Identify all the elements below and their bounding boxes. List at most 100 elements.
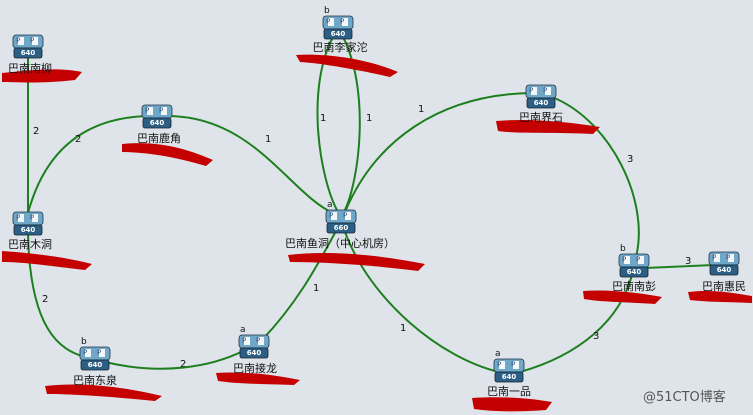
port-glyph: P bbox=[329, 212, 333, 220]
model-number: 640 bbox=[21, 49, 36, 57]
port-glyph: P bbox=[712, 254, 716, 262]
port-glyph: P bbox=[622, 256, 626, 264]
node-label: 巴南鱼洞（中心机房） bbox=[285, 236, 395, 250]
redaction-mark bbox=[122, 143, 213, 166]
port-glyph: P bbox=[726, 254, 730, 262]
node-tag: a bbox=[240, 325, 246, 335]
port-glyph: P bbox=[511, 361, 515, 369]
port-glyph: P bbox=[16, 214, 20, 222]
router-icon bbox=[141, 104, 173, 129]
port-glyph: P bbox=[97, 349, 101, 357]
model-number: 640 bbox=[88, 361, 103, 369]
node-tag: a bbox=[495, 349, 501, 359]
port-glyph: P bbox=[83, 349, 87, 357]
router-icon bbox=[525, 84, 557, 109]
redaction-mark bbox=[2, 251, 92, 270]
redaction-mark bbox=[583, 290, 662, 304]
node-label: 巴南李家沱 bbox=[313, 40, 368, 54]
model-number: 640 bbox=[502, 373, 517, 381]
link-n_yp-n_np bbox=[519, 274, 633, 373]
node-label: 巴南木洞 bbox=[8, 238, 52, 251]
redaction-mark bbox=[288, 253, 425, 271]
router-icon bbox=[12, 34, 44, 59]
node-label: 巴南东泉 bbox=[73, 373, 117, 387]
link-n_np-n_hm bbox=[644, 264, 715, 269]
node-label: 巴南惠民 bbox=[702, 279, 746, 293]
port-glyph: P bbox=[636, 256, 640, 264]
node-label: 巴南南柳 bbox=[8, 61, 52, 75]
node-label: 巴南一品 bbox=[487, 385, 531, 398]
router-icon bbox=[12, 211, 44, 236]
model-number: 640 bbox=[21, 226, 36, 234]
link-label: 2 bbox=[180, 359, 186, 370]
link-n_center-n_jsh bbox=[344, 92, 531, 213]
port-glyph: P bbox=[543, 87, 547, 95]
redaction-mark bbox=[296, 54, 398, 77]
redaction-mark bbox=[688, 290, 752, 303]
port-glyph: P bbox=[30, 37, 34, 45]
model-number: 640 bbox=[247, 349, 262, 357]
link-label: 1 bbox=[400, 323, 406, 334]
port-glyph: P bbox=[30, 214, 34, 222]
model-number: 640 bbox=[150, 119, 165, 127]
link-label: 3 bbox=[685, 256, 691, 267]
node-tag: b bbox=[324, 6, 330, 16]
link-n_jsh-n_np bbox=[551, 96, 640, 258]
router-icon bbox=[238, 334, 270, 359]
link-label: 2 bbox=[42, 294, 48, 305]
router-icon bbox=[493, 358, 525, 383]
redaction-mark bbox=[2, 69, 82, 83]
node-tag: b bbox=[81, 337, 87, 347]
router-icon bbox=[79, 346, 111, 371]
port-glyph: P bbox=[326, 18, 330, 26]
link-label: 3 bbox=[593, 331, 599, 342]
router-icon bbox=[325, 209, 357, 234]
link-label: 1 bbox=[418, 104, 424, 115]
router-icon bbox=[708, 251, 740, 276]
port-glyph: P bbox=[145, 107, 149, 115]
redaction-mark bbox=[472, 397, 552, 412]
port-glyph: P bbox=[340, 18, 344, 26]
link-n_center-n_yp bbox=[344, 231, 500, 373]
link-label: 1 bbox=[313, 283, 319, 294]
redactions-layer bbox=[2, 54, 752, 412]
port-glyph: P bbox=[159, 107, 163, 115]
port-glyph: P bbox=[16, 37, 20, 45]
node-label: 巴南南彭 bbox=[612, 279, 656, 293]
port-glyph: P bbox=[343, 212, 347, 220]
node-tag: a bbox=[327, 200, 333, 210]
node-label: 巴南界石 bbox=[519, 111, 563, 124]
link-label: 1 bbox=[366, 113, 372, 124]
node-label: 巴南接龙 bbox=[233, 362, 277, 375]
port-glyph: P bbox=[256, 337, 260, 345]
link-label: 2 bbox=[75, 134, 81, 145]
model-number: 640 bbox=[534, 99, 549, 107]
link-n_dq-n_jl bbox=[104, 349, 246, 370]
link-n_jl-n_center bbox=[261, 230, 337, 341]
redaction-mark bbox=[496, 119, 600, 134]
port-glyph: P bbox=[242, 337, 246, 345]
port-glyph: P bbox=[529, 87, 533, 95]
link-label: 1 bbox=[265, 134, 271, 145]
redaction-mark bbox=[216, 372, 300, 385]
model-number: 640 bbox=[331, 30, 346, 38]
router-icon bbox=[618, 253, 650, 278]
router-icon bbox=[322, 15, 354, 40]
model-number: 640 bbox=[627, 268, 642, 276]
watermark: @51CTO博客 bbox=[643, 389, 726, 405]
link-n_ljt-n_center bbox=[342, 36, 361, 213]
link-label: 2 bbox=[33, 126, 39, 137]
